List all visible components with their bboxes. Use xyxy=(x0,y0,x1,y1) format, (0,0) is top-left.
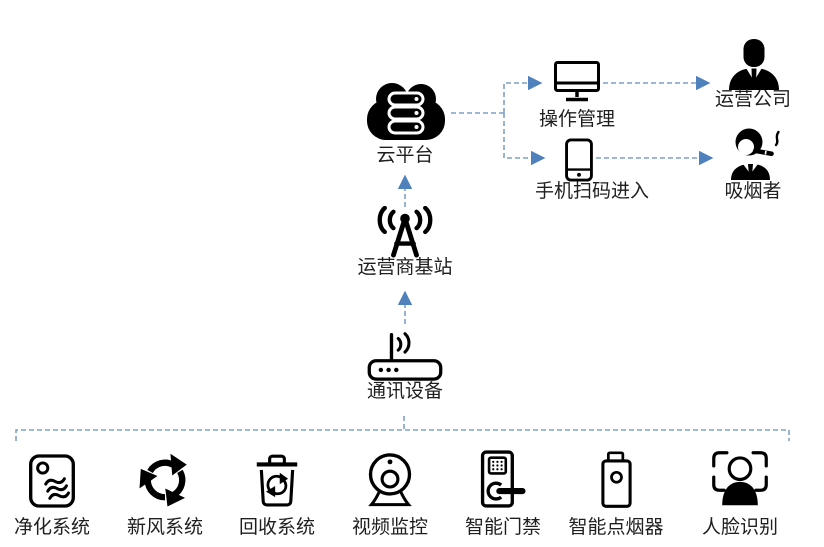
devices-bracket xyxy=(15,429,790,441)
air-purifier-icon xyxy=(29,454,75,508)
operating-company-label: 运营公司 xyxy=(715,89,792,110)
device-face-recognition: 人脸识别 xyxy=(680,447,800,539)
cloud-platform-label: 云平台 xyxy=(376,145,434,166)
device-video-surveillance: 视频监控 xyxy=(330,447,450,539)
node-smoker xyxy=(722,126,784,180)
face-recognition-icon xyxy=(712,451,768,506)
router-icon xyxy=(367,332,443,381)
cloud-server-icon xyxy=(367,83,445,140)
smartphone-icon xyxy=(565,138,593,182)
recycle-bin-icon xyxy=(256,454,298,507)
device-label: 回收系统 xyxy=(238,517,315,538)
device-label: 新风系统 xyxy=(126,517,203,538)
node-operating-company xyxy=(726,38,782,90)
monitor-icon xyxy=(554,61,600,102)
node-comm-device xyxy=(365,326,445,382)
device-label: 人脸识别 xyxy=(701,517,778,538)
scan-entry-label: 手机扫码进入 xyxy=(534,181,649,202)
smoker-label: 吸烟者 xyxy=(724,181,782,202)
business-person-icon xyxy=(729,39,779,90)
node-cloud-platform xyxy=(363,78,449,144)
webcam-icon xyxy=(368,453,412,507)
device-label: 净化系统 xyxy=(13,517,90,538)
smoking-person-icon xyxy=(731,128,780,180)
connector-to-operation xyxy=(503,75,543,113)
operation-management-label: 操作管理 xyxy=(538,109,615,130)
fresh-air-icon xyxy=(139,453,187,507)
device-purification-system: 净化系统 xyxy=(0,447,112,539)
connector-to-scan xyxy=(503,113,546,166)
device-smart-lighter: 智能点烟器 xyxy=(556,447,676,539)
comm-device-label: 通讯设备 xyxy=(366,381,443,402)
antenna-tower-icon xyxy=(377,206,433,258)
node-base-station xyxy=(367,206,443,258)
device-smart-access: 智能门禁 xyxy=(443,447,563,539)
device-label: 智能点烟器 xyxy=(568,517,664,538)
door-lock-icon xyxy=(480,450,526,508)
device-label: 视频监控 xyxy=(351,517,428,538)
node-scan-entry xyxy=(564,138,594,182)
device-recycle-system: 回收系统 xyxy=(217,447,337,539)
device-fresh-air-system: 新风系统 xyxy=(105,447,225,539)
smart-lighter-icon xyxy=(600,451,632,508)
base-station-label: 运营商基站 xyxy=(357,257,453,278)
node-operation-management xyxy=(553,60,601,102)
device-label: 智能门禁 xyxy=(464,517,541,538)
